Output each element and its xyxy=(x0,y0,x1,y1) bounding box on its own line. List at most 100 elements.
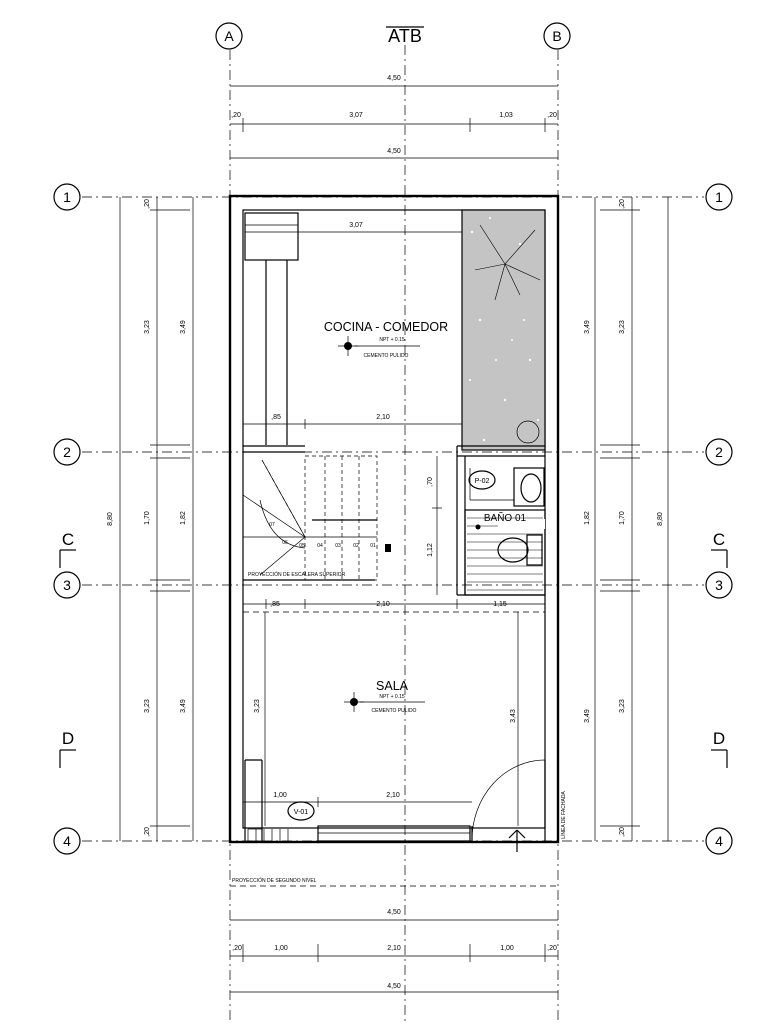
svg-text:8,80: 8,80 xyxy=(657,512,664,526)
svg-text:PROYECCIÓN DE ESCALERA SUPERIO: PROYECCIÓN DE ESCALERA SUPERIOR xyxy=(248,571,346,578)
axis-bubble-4-left: 4 xyxy=(53,827,81,855)
svg-text:PROYECCIÓN DE SEGUNDO NIVEL: PROYECCIÓN DE SEGUNDO NIVEL xyxy=(232,877,317,884)
room-label-kitchen: COCINA - COMEDOR NPT + 0.15 CEMENTO PULI… xyxy=(324,320,448,359)
axis-bubble-1-left: 1 xyxy=(53,183,81,211)
svg-text:2,10: 2,10 xyxy=(387,945,401,952)
svg-text:3: 3 xyxy=(715,577,723,593)
svg-text:01: 01 xyxy=(370,543,376,549)
svg-text:V-01: V-01 xyxy=(294,809,309,816)
svg-text:1,12: 1,12 xyxy=(427,543,434,557)
svg-text:D: D xyxy=(62,729,74,748)
svg-text:1,15: 1,15 xyxy=(493,601,507,608)
svg-text:3,49: 3,49 xyxy=(584,320,591,334)
svg-text:2: 2 xyxy=(63,444,71,460)
svg-text:4,50: 4,50 xyxy=(387,75,401,82)
svg-text:1: 1 xyxy=(63,189,71,205)
window-tag-v01: V-01 xyxy=(287,801,315,821)
door-tag-p02: P-02 xyxy=(468,470,496,490)
svg-text:07: 07 xyxy=(269,522,275,528)
svg-text:3,23: 3,23 xyxy=(619,320,626,334)
axis-bubble-1-right: 1 xyxy=(705,183,733,211)
kitchen-counter xyxy=(244,212,299,445)
axis-bubble-3-right: 3 xyxy=(705,571,733,599)
svg-text:3,43: 3,43 xyxy=(510,709,517,723)
axis-bubble-3-left: 3 xyxy=(53,571,81,599)
svg-text:3,23: 3,23 xyxy=(619,699,626,713)
section-marker-c-right: C xyxy=(711,530,728,568)
section-marker-d-right: D xyxy=(711,729,728,768)
svg-text:NPT + 0.15: NPT + 0.15 xyxy=(379,694,405,700)
staircase: 01 02 03 04 05 06 07 PROYECCIÓN DE ESCAL… xyxy=(242,455,391,581)
svg-text:,20: ,20 xyxy=(619,827,626,837)
svg-text:4,50: 4,50 xyxy=(387,148,401,155)
svg-text:CEMENTO PULIDO: CEMENTO PULIDO xyxy=(372,708,417,714)
svg-text:,20: ,20 xyxy=(232,945,242,952)
svg-text:1,00: 1,00 xyxy=(274,945,288,952)
svg-text:,20: ,20 xyxy=(144,827,151,837)
svg-text:3: 3 xyxy=(63,577,71,593)
bath-dimensions: ,70 1,12 xyxy=(427,456,442,595)
svg-text:LÍNEA DE FACHADA: LÍNEA DE FACHADA xyxy=(560,791,567,839)
section-marker-c-left: C xyxy=(59,530,76,568)
svg-text:04: 04 xyxy=(317,543,323,549)
kitchen-width-dimension: 3,07 xyxy=(245,222,462,233)
svg-text:B: B xyxy=(552,28,561,44)
svg-text:D: D xyxy=(713,729,725,748)
svg-text:1,70: 1,70 xyxy=(619,511,626,525)
svg-text:3,49: 3,49 xyxy=(180,320,187,334)
room-label-sala: SALA NPT + 0.15 CEMENTO PULIDO xyxy=(344,679,425,714)
svg-text:3,07: 3,07 xyxy=(349,222,363,229)
grid-axes xyxy=(82,45,704,1024)
bathroom: BAÑO 01 xyxy=(464,467,546,596)
svg-text:1,00: 1,00 xyxy=(500,945,514,952)
svg-text:03: 03 xyxy=(335,543,341,549)
projection-note: PROYECCIÓN DE SEGUNDO NIVEL xyxy=(230,877,558,887)
svg-text:06: 06 xyxy=(282,540,288,546)
axis-bubble-4-right: 4 xyxy=(705,827,733,855)
svg-text:1: 1 xyxy=(715,189,723,205)
svg-text:4: 4 xyxy=(715,833,723,849)
svg-text:8,80: 8,80 xyxy=(107,512,114,526)
bottom-dimension-chain: 4,50 ,20 1,00 2,10 1,00 ,20 4,50 xyxy=(230,909,558,993)
svg-text:3,07: 3,07 xyxy=(349,112,363,119)
svg-text:2,10: 2,10 xyxy=(376,414,390,421)
svg-text:05: 05 xyxy=(299,543,305,549)
svg-text:4,50: 4,50 xyxy=(387,983,401,990)
svg-text:C: C xyxy=(713,530,725,549)
svg-text:NPT + 0.15: NPT + 0.15 xyxy=(379,337,405,343)
svg-text:,20: ,20 xyxy=(547,945,557,952)
svg-text:3,49: 3,49 xyxy=(180,699,187,713)
left-dimension-chain: 8,80 ,20 3,23 1,70 3,23 ,20 3,49 1,82 3,… xyxy=(107,197,194,841)
front-window-dimensions: 1,00 2,10 xyxy=(243,792,472,807)
svg-text:3,49: 3,49 xyxy=(584,709,591,723)
svg-text:,85: ,85 xyxy=(270,601,280,608)
entry-door: LÍNEA DE FACHADA xyxy=(471,759,567,852)
svg-text:CEMENTO PULIDO: CEMENTO PULIDO xyxy=(364,353,409,359)
hall-dimensions: ,85 2,10 xyxy=(243,414,462,429)
svg-text:SALA: SALA xyxy=(376,679,409,693)
right-dimension-chain: 3,49 1,82 3,49 ,20 3,23 1,70 3,23 ,20 8,… xyxy=(584,197,669,841)
patio-garden xyxy=(461,209,546,451)
plan-title: ATB xyxy=(386,26,424,46)
svg-text:2,10: 2,10 xyxy=(386,792,400,799)
front-window xyxy=(244,759,471,842)
svg-text:,20: ,20 xyxy=(619,199,626,209)
svg-text:COCINA - COMEDOR: COCINA - COMEDOR xyxy=(324,320,448,334)
svg-text:1,82: 1,82 xyxy=(584,511,591,525)
svg-text:,20: ,20 xyxy=(231,112,241,119)
sala-height-dimensions: 3,23 3,43 xyxy=(254,612,519,826)
svg-text:02: 02 xyxy=(353,543,359,549)
svg-text:BAÑO 01: BAÑO 01 xyxy=(484,511,527,524)
svg-text:1,03: 1,03 xyxy=(499,112,513,119)
svg-text:2: 2 xyxy=(715,444,723,460)
svg-text:2,10: 2,10 xyxy=(376,601,390,608)
svg-text:4: 4 xyxy=(63,833,71,849)
svg-text:,70: ,70 xyxy=(427,477,434,487)
svg-text:1,00: 1,00 xyxy=(273,792,287,799)
svg-text:4,50: 4,50 xyxy=(387,909,401,916)
lower-dimensions: ,85 2,10 1,15 xyxy=(243,599,545,609)
svg-text:C: C xyxy=(62,530,74,549)
axis-bubble-a: A xyxy=(215,22,243,50)
svg-text:,20: ,20 xyxy=(144,199,151,209)
